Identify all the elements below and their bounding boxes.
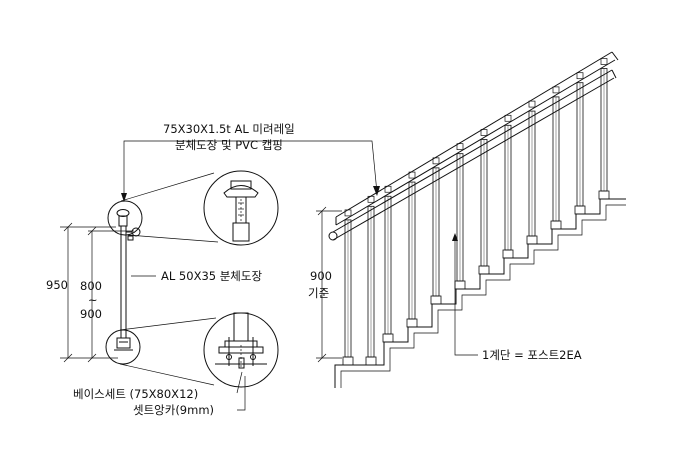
baluster-base bbox=[365, 356, 377, 366]
baluster-base bbox=[574, 205, 586, 215]
baluster-cap bbox=[344, 209, 352, 217]
baluster-cap bbox=[480, 129, 488, 136]
post-spec-label: AL 50X35 분체도장 bbox=[161, 269, 262, 283]
baluster-base bbox=[526, 235, 538, 245]
baluster-base bbox=[406, 318, 418, 328]
baluster-base bbox=[430, 295, 442, 305]
baluster-cap bbox=[408, 171, 416, 179]
baluster-cap bbox=[528, 100, 536, 108]
height-stair-basis: 기준 bbox=[308, 286, 329, 300]
height-total-label: 950 bbox=[46, 278, 68, 292]
baluster-cap bbox=[600, 58, 608, 65]
base-set-label: 베이스세트 (75X80X12) bbox=[73, 387, 198, 401]
balusters bbox=[342, 58, 610, 366]
baluster-base bbox=[502, 249, 514, 259]
baluster-base bbox=[598, 190, 610, 200]
detail-base-set bbox=[203, 312, 279, 388]
height-range-bottom-label: 900 bbox=[80, 307, 102, 321]
detail-top-rail bbox=[203, 170, 279, 246]
baluster-cap bbox=[456, 143, 464, 151]
stair-elevation bbox=[328, 51, 626, 388]
rail-spec-line1: 75X30X1.5t AL 미려레일 bbox=[163, 122, 295, 136]
height-stair-value: 900 bbox=[310, 269, 332, 283]
callout-circle-top bbox=[107, 200, 143, 236]
callout-circle-bottom bbox=[105, 329, 141, 365]
dimension-900-stair bbox=[316, 206, 342, 363]
baluster-cap bbox=[384, 185, 392, 193]
rail-spec-line2: 분체도장 및 PVC 캡핑 bbox=[175, 138, 283, 152]
baluster-cap bbox=[367, 195, 375, 203]
baluster-cap bbox=[432, 157, 440, 165]
dimension-950 bbox=[60, 222, 118, 363]
baluster-base bbox=[454, 280, 466, 290]
height-range-top-label: 800 bbox=[80, 279, 102, 293]
baluster-cap bbox=[552, 86, 560, 94]
step-rule-label: 1계단 = 포스트2EA bbox=[482, 348, 582, 362]
baluster-cap bbox=[576, 72, 584, 80]
baluster-base bbox=[478, 265, 490, 275]
set-anchor-label: 셋트앙카(9mm) bbox=[133, 403, 214, 417]
height-range-sep-label: ~ bbox=[88, 293, 98, 307]
baluster-base bbox=[550, 220, 562, 230]
baluster-base bbox=[382, 333, 394, 343]
dimension-800-900 bbox=[87, 226, 134, 363]
baluster-base bbox=[342, 356, 354, 366]
post-side-elevation bbox=[114, 209, 141, 351]
baluster-cap bbox=[504, 114, 512, 122]
